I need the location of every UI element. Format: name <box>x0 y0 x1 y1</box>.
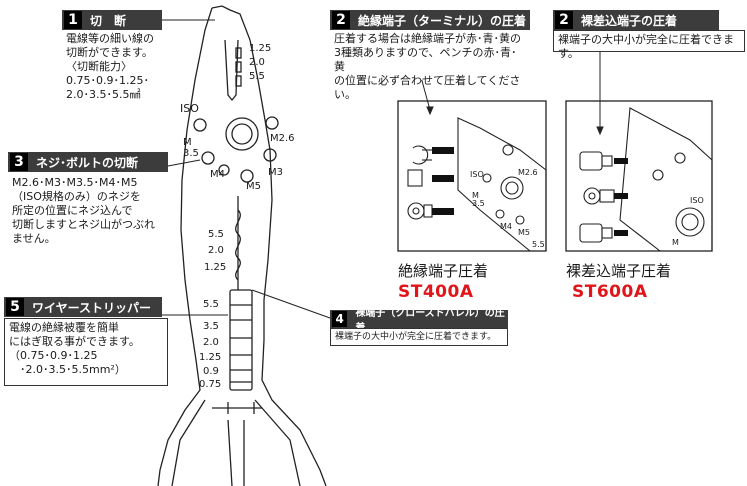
screw-text: M2.6･M3･M3.5･M4･M5 （ISO規格のみ）のネジを 所定の位置にネ… <box>12 176 155 245</box>
cut-text: 電線等の細い線の 切断ができます。 〈切断能力〉 0.75･0.9･1.25･ … <box>66 32 154 101</box>
stripper-header: 5 ワイヤーストリッパー <box>4 297 162 317</box>
cut-title: 切 断 <box>90 13 127 28</box>
inset1-m35: M 3.5 <box>472 191 485 208</box>
hole-label-m4: M4 <box>210 169 225 180</box>
bare-header: 2 裸差込端子の圧着 <box>553 10 719 30</box>
inset1-m5: M5 <box>518 228 530 237</box>
screw-header: 3 ネジ･ボルトの切断 <box>8 152 168 172</box>
crimp-size-3: 1.25 <box>204 262 227 273</box>
insulated-text: 圧着する場合は絶縁端子が赤･青･黄の 3種類ありますので、ペンチの赤･青･黄 の… <box>334 32 521 101</box>
bare-body: 裸端子の大中小が完全に圧着できます。 <box>553 30 745 60</box>
closed-barrel-text: 裸端子の大中小が完全に圧着できます。 <box>335 332 497 342</box>
screw-body: M2.6･M3･M3.5･M4･M5 （ISO規格のみ）のネジを 所定の位置にネ… <box>8 174 174 254</box>
inset2-iso: ISO <box>690 196 704 205</box>
insulated-caption: 絶縁端子圧着 <box>398 262 489 280</box>
cut-size-1: 1.25 <box>249 43 272 54</box>
cut-size-3: 5.5 <box>249 71 265 82</box>
strip-size-2: 3.5 <box>203 321 219 332</box>
strip-size-3: 2.0 <box>203 337 219 348</box>
inset2-m: M <box>672 238 679 247</box>
pliers-right-edge <box>211 5 327 486</box>
bare-model: ST600A <box>572 282 648 302</box>
pliers-left-edge <box>157 7 213 486</box>
insulated-model: ST400A <box>398 282 474 302</box>
cut-header: 1 切 断 <box>62 10 162 30</box>
closed-barrel-number: 4 <box>332 311 348 327</box>
inset1-iso: ISO <box>470 170 484 179</box>
cut-body: 電線等の細い線の 切断ができます。 〈切断能力〉 0.75･0.9･1.25･ … <box>62 30 180 118</box>
bare-number: 2 <box>555 11 573 29</box>
stripper-body: 電線の絶縁被覆を簡単 にはぎ取る事ができます。 （0.75･0.9･1.25 ･… <box>4 318 168 386</box>
stripper-title: ワイヤーストリッパー <box>32 300 152 315</box>
screw-number: 3 <box>10 153 28 171</box>
closed-barrel-header: 4 裸端子（クローズドバレル）の圧着 <box>330 308 508 334</box>
bare-caption: 裸差込端子圧着 <box>566 262 672 280</box>
stripper-number: 5 <box>6 298 24 316</box>
strip-size-1: 5.5 <box>203 299 219 310</box>
strip-size-6: 0.75 <box>199 379 222 390</box>
crimp-size-1: 5.5 <box>208 229 224 240</box>
inset1-55: 5.5 <box>532 240 545 249</box>
insulated-number: 2 <box>332 11 350 29</box>
hole-label-iso: ISO <box>180 102 199 115</box>
cut-size-2: 2.0 <box>249 57 265 68</box>
hole-label-m3: M3 <box>268 167 283 178</box>
screw-title: ネジ･ボルトの切断 <box>36 155 139 170</box>
hole-label-m26: M2.6 <box>270 133 295 144</box>
insulated-header: 2 絶縁端子（ターミナル）の圧着 <box>330 10 530 30</box>
hole-label-m35: M 3.5 <box>183 137 199 159</box>
bare-title: 裸差込端子の圧着 <box>581 13 678 28</box>
crimp-size-2: 2.0 <box>208 245 224 256</box>
insulated-body: 圧着する場合は絶縁端子が赤･青･黄の 3種類ありますので、ペンチの赤･青･黄 の… <box>330 30 530 101</box>
strip-size-4: 1.25 <box>199 352 222 363</box>
bare-text: 裸端子の大中小が完全に圧着できます。 <box>558 33 734 60</box>
hole-label-m5: M5 <box>246 181 261 192</box>
insulated-title: 絶縁端子（ターミナル）の圧着 <box>358 13 527 28</box>
closed-barrel-body: 裸端子の大中小が完全に圧着できます。 <box>330 328 508 346</box>
inset1-m4: M4 <box>500 222 512 231</box>
stripper-text: 電線の絶縁被覆を簡単 にはぎ取る事ができます。 （0.75･0.9･1.25 ･… <box>9 321 140 376</box>
cut-number: 1 <box>64 11 82 29</box>
strip-size-5: 0.9 <box>203 366 219 377</box>
inset1-m26: M2.6 <box>518 168 538 177</box>
